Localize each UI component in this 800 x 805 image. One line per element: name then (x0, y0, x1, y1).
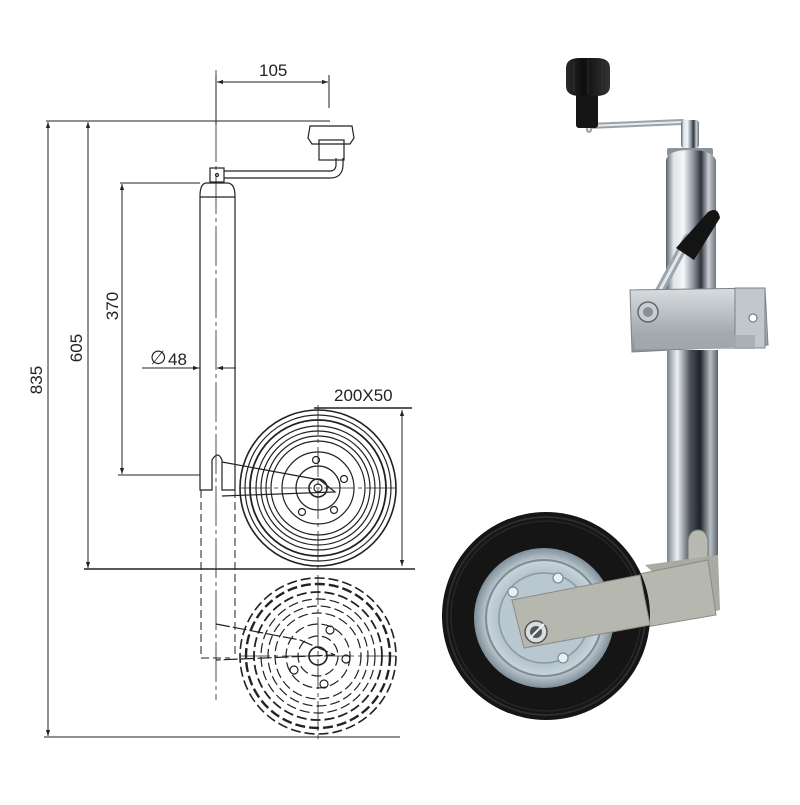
product-photo (442, 58, 769, 720)
wheel-photo (442, 512, 651, 720)
label-tube-diameter: 48 (168, 350, 187, 369)
tube-drawing (199, 182, 236, 491)
dimension-crank-offset (215, 75, 330, 125)
label-tube-length: 370 (103, 292, 122, 320)
dimension-wheel-size (314, 407, 412, 566)
label-wheel-size: 200X50 (334, 386, 393, 405)
diameter-symbol: ∅ (150, 348, 167, 369)
label-mid-height: 605 (67, 334, 86, 362)
technical-drawing (44, 70, 415, 740)
clamp-bracket (629, 287, 769, 353)
crank-handle-drawing (209, 125, 355, 183)
dimension-tube-length (118, 182, 200, 476)
label-overall-height: 835 (27, 366, 46, 394)
crank-knob-icon (566, 58, 610, 128)
label-crank-offset: 105 (259, 61, 287, 80)
wheel-drawing-extended (239, 405, 400, 570)
